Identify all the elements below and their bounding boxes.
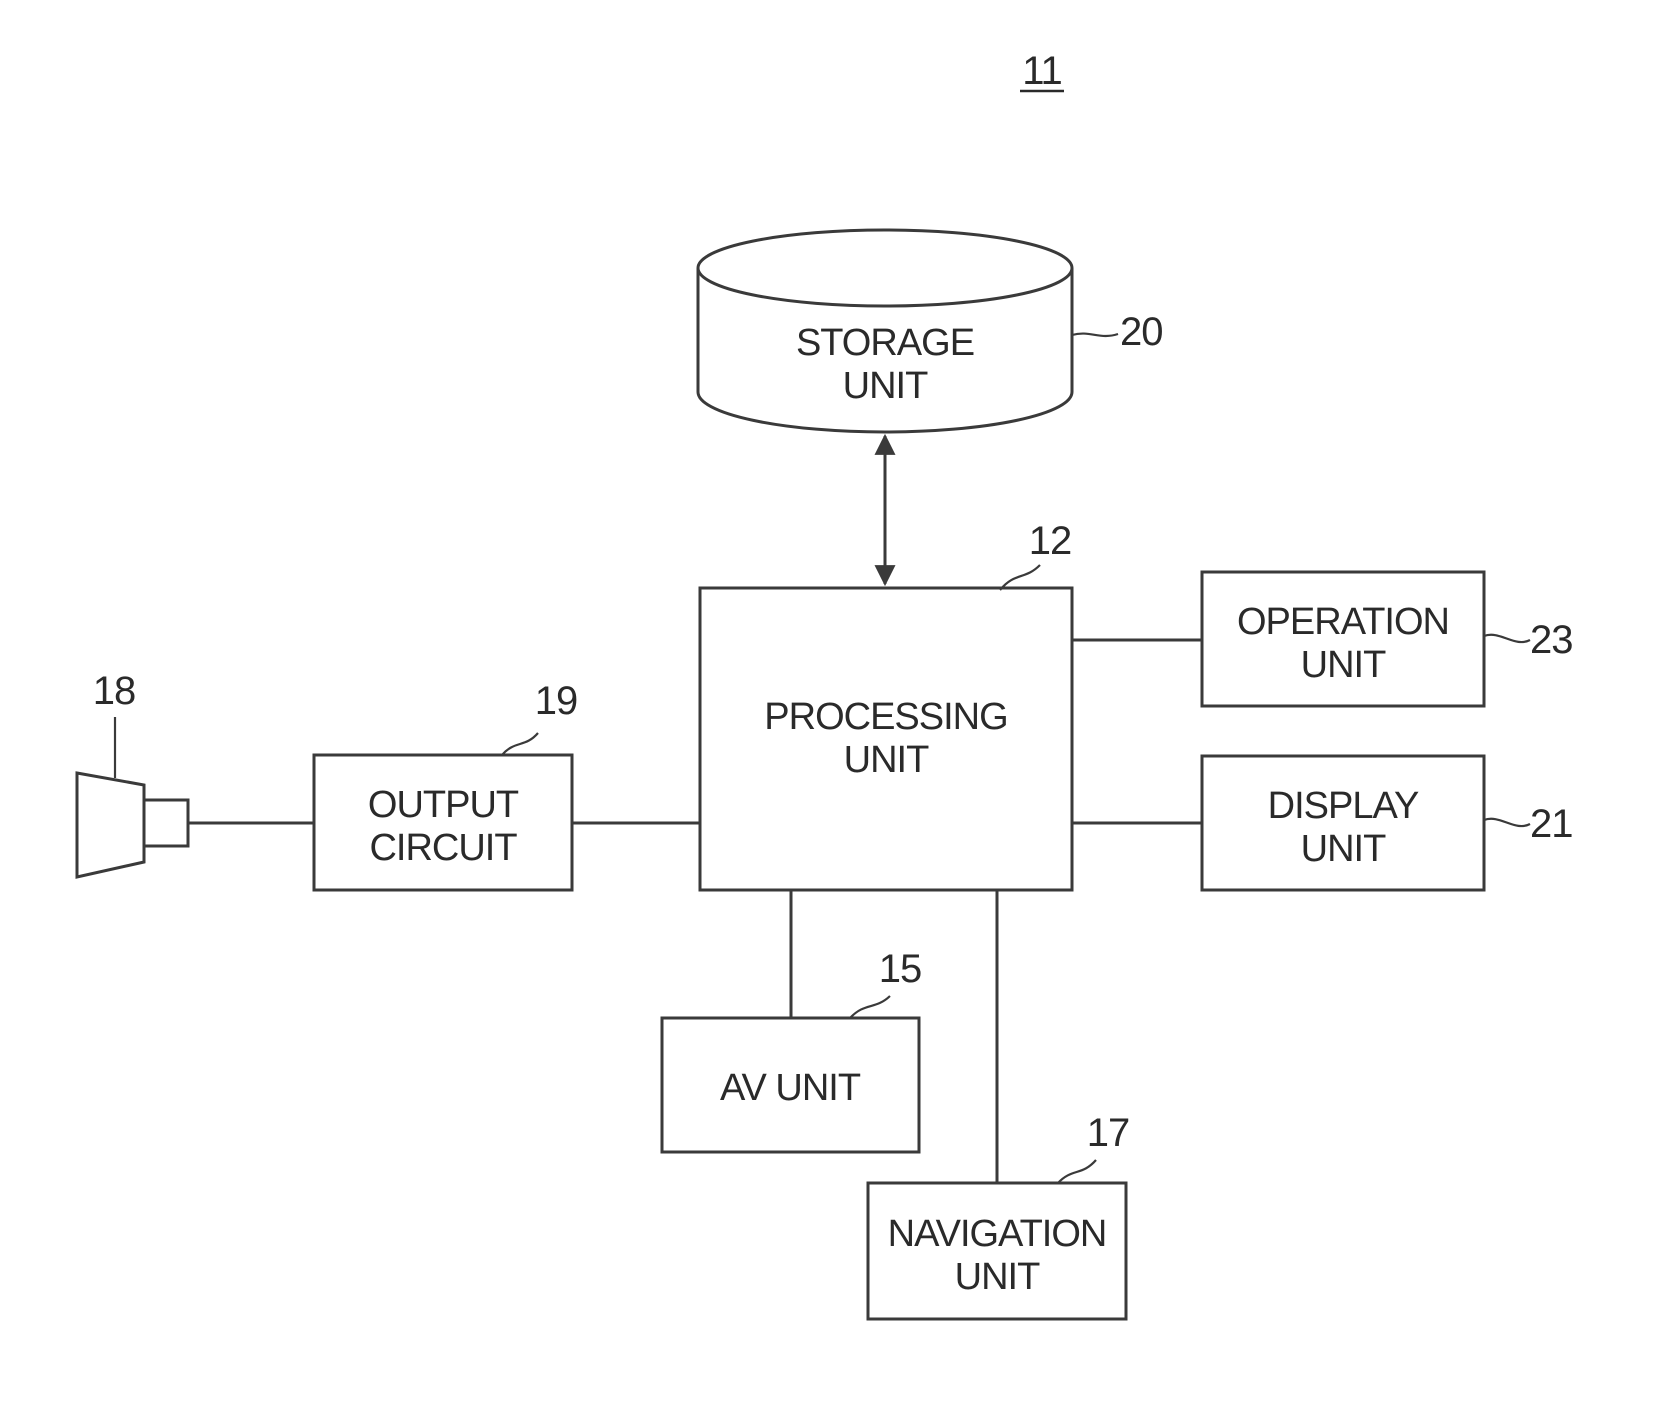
speaker-magnet <box>144 800 188 846</box>
processing-unit-label-line1: PROCESSING <box>764 696 1007 738</box>
display-unit: DISPLAY UNIT 21 <box>1202 756 1573 890</box>
operation-unit-ref: 23 <box>1530 618 1573 662</box>
storage-unit-leader <box>1072 334 1118 336</box>
speaker-ref: 18 <box>93 669 136 713</box>
av-unit-ref: 15 <box>879 947 922 991</box>
display-unit-label-line1: DISPLAY <box>1268 785 1419 827</box>
processing-unit-ref: 12 <box>1029 519 1072 563</box>
processing-unit-label-line2: UNIT <box>844 739 929 781</box>
processing-unit-leader <box>1000 565 1040 590</box>
storage-cylinder-top <box>698 230 1072 306</box>
speaker-cone <box>77 773 144 877</box>
operation-unit-leader <box>1484 635 1530 642</box>
operation-unit: OPERATION UNIT 23 <box>1202 572 1573 706</box>
display-unit-label-line2: UNIT <box>1301 828 1386 870</box>
figure-ref: 11 <box>1020 49 1064 93</box>
display-unit-leader <box>1484 819 1530 826</box>
storage-unit: STORAGE UNIT 20 <box>698 230 1163 432</box>
navigation-unit-label-line2: UNIT <box>955 1256 1040 1298</box>
speaker: 18 <box>77 669 188 877</box>
output-circuit: OUTPUT CIRCUIT 19 <box>314 679 577 890</box>
operation-unit-label-line1: OPERATION <box>1237 601 1449 643</box>
storage-unit-label-line1: STORAGE <box>796 322 974 364</box>
output-circuit-label-line2: CIRCUIT <box>369 827 517 869</box>
operation-unit-label-line2: UNIT <box>1301 644 1386 686</box>
storage-unit-ref: 20 <box>1120 310 1163 354</box>
navigation-unit-leader <box>1058 1160 1096 1183</box>
output-circuit-leader <box>502 733 538 755</box>
navigation-unit-ref: 17 <box>1087 1111 1130 1155</box>
navigation-unit-label-line1: NAVIGATION <box>888 1213 1107 1255</box>
av-unit-label: AV UNIT <box>720 1067 861 1109</box>
output-circuit-ref: 19 <box>535 679 578 723</box>
av-unit-leader <box>850 996 890 1018</box>
output-circuit-label-line1: OUTPUT <box>368 784 519 826</box>
display-unit-ref: 21 <box>1530 802 1573 846</box>
storage-unit-label-line2: UNIT <box>843 365 928 407</box>
figure-ref-number: 11 <box>1022 49 1062 93</box>
